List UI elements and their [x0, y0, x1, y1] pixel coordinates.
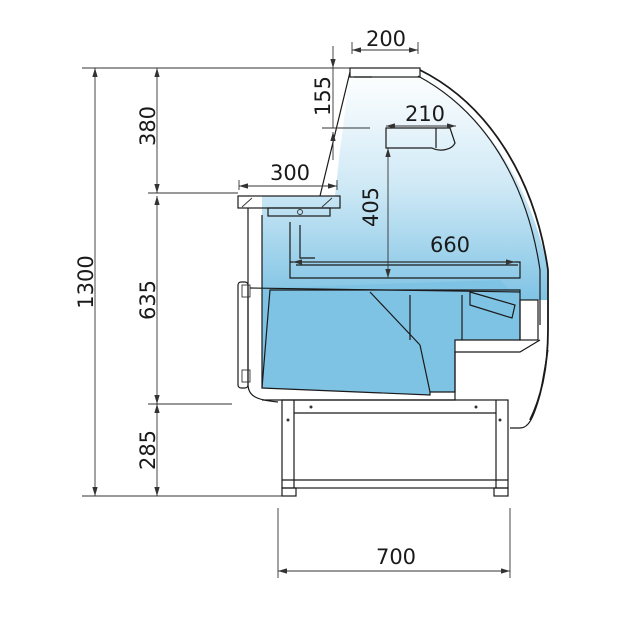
dim-200: 200 [366, 27, 406, 51]
dim-380: 380 [136, 106, 160, 146]
dim-405: 405 [359, 187, 383, 227]
dim-660: 660 [430, 233, 470, 257]
dim-300: 300 [270, 161, 310, 185]
base-frame [281, 399, 509, 489]
dim-155: 155 [311, 76, 335, 116]
lamp [385, 127, 456, 151]
door-handle [237, 281, 249, 389]
dim-285: 285 [136, 430, 160, 470]
dim-635: 635 [136, 280, 160, 320]
dim-210: 210 [405, 102, 445, 126]
dim-1300: 1300 [74, 255, 98, 308]
dim-700: 700 [376, 545, 416, 569]
glass-zone [262, 72, 548, 300]
